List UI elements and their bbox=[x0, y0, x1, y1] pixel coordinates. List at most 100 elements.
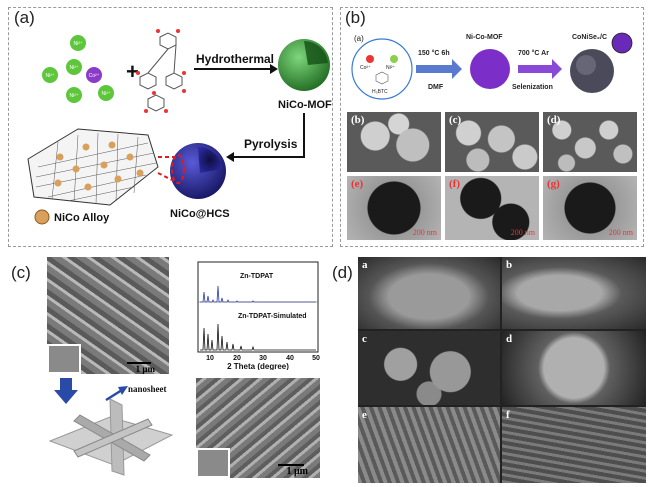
pyrolysis-label: Pyrolysis bbox=[244, 137, 298, 151]
sem-d-b: b bbox=[502, 257, 646, 329]
sem-d-label-d: d bbox=[506, 333, 513, 345]
scheme-sub-label: (a) bbox=[354, 34, 364, 43]
ni-ion-text-4: Ni²⁺ bbox=[69, 93, 78, 99]
sem-image-b: (b) bbox=[347, 112, 441, 172]
ni-ion-5 bbox=[98, 85, 114, 101]
co-ion-label: Co²⁺ bbox=[360, 65, 371, 71]
tem-image-f: (f) 200 nm bbox=[445, 176, 539, 240]
co-ion-1 bbox=[86, 67, 102, 83]
panel-a-schematic: Ni²⁺ Ni²⁺ Ni²⁺ Co²⁺ Ni²⁺ Ni²⁺ + Hydrothe… bbox=[27, 29, 332, 225]
sem-image-c: (c) bbox=[445, 112, 539, 172]
cond2-label: 700 °C Ar bbox=[518, 49, 549, 57]
co-ion-text-1: Co²⁺ bbox=[89, 73, 100, 79]
xrd-plot: Zn-TDPAT Zn-TDPAT-Simulated 10 20 30 40 … bbox=[197, 261, 320, 370]
nico-alloy-legend-label: NiCo Alloy bbox=[54, 212, 110, 224]
nico-mof-label: NiCo-MOF bbox=[278, 99, 332, 111]
sem-inset-c-top bbox=[47, 344, 81, 374]
scale-bar-c-top bbox=[127, 362, 151, 364]
panel-c-label: (c) bbox=[11, 263, 31, 282]
arrow-selenization bbox=[518, 59, 562, 79]
panel-a bbox=[8, 7, 333, 247]
sem-image-d: (d) bbox=[543, 112, 637, 172]
xrd-tick-20: 20 bbox=[233, 355, 241, 362]
xrd-frame bbox=[197, 261, 319, 353]
tem-image-e: (e) 200 nm bbox=[347, 176, 441, 240]
scale-label-c-bottom: 1 μm bbox=[286, 466, 309, 477]
nico-hcs-sphere bbox=[170, 143, 226, 199]
tem-label-g: (g) bbox=[547, 178, 560, 190]
sem-inset-c-bottom bbox=[196, 448, 230, 478]
sem-d-label-e: e bbox=[362, 409, 367, 421]
product-label: CoNiSe₂/C bbox=[572, 34, 607, 41]
xrd-x-ticks: 10 20 30 40 50 bbox=[206, 355, 320, 362]
sem-grid-d: a b c d e f bbox=[358, 257, 646, 483]
panel-b-label: (b) bbox=[345, 8, 366, 27]
pyrolysis-arrow bbox=[234, 113, 305, 158]
metal-ions: Ni²⁺ Ni²⁺ Ni²⁺ Co²⁺ Ni²⁺ Ni²⁺ bbox=[42, 35, 114, 103]
cond1-label: 150 °C 6h bbox=[418, 49, 450, 57]
ni-co-mof-sphere bbox=[470, 49, 510, 89]
tem-label-f: (f) bbox=[449, 178, 460, 190]
ni-ion-text-2: Ni²⁺ bbox=[45, 73, 54, 79]
sem-d-label-a: a bbox=[362, 259, 368, 271]
sem-d-label-c: c bbox=[362, 333, 367, 345]
sem-label-b: (b) bbox=[351, 114, 365, 126]
xrd-tick-50: 50 bbox=[312, 355, 320, 362]
graphene-sheet bbox=[27, 128, 159, 206]
nico-alloy-particles bbox=[54, 141, 144, 191]
tem-scale-g: 200 nm bbox=[608, 228, 633, 237]
tem-label-e: (e) bbox=[351, 178, 364, 190]
panel-b bbox=[340, 7, 644, 247]
plus-sign: + bbox=[126, 59, 139, 84]
tem-scale-e: 200 nm bbox=[412, 228, 437, 237]
sem-d-a: a bbox=[358, 257, 500, 329]
xrd-series-2-label: Zn-TDPAT-Simulated bbox=[238, 313, 307, 320]
ni-ion-1 bbox=[70, 35, 86, 51]
solvent-label: DMF bbox=[428, 84, 444, 91]
xrd-series-2 bbox=[200, 323, 316, 351]
linker-label: H₃BTC bbox=[372, 89, 388, 95]
sem-d-label-f: f bbox=[506, 409, 510, 421]
conise2-inset bbox=[611, 32, 633, 54]
nico-alloy-legend-icon bbox=[34, 209, 50, 225]
xrd-tick-10: 10 bbox=[206, 355, 214, 362]
ligand-molecules bbox=[136, 29, 186, 113]
nico-hcs-label: NiCo@HCS bbox=[170, 208, 230, 220]
down-arrow bbox=[54, 378, 78, 404]
xrd-tick-30: 30 bbox=[259, 355, 267, 362]
panel-d-label: (d) bbox=[332, 263, 353, 282]
ni-ion-3 bbox=[66, 59, 82, 75]
tem-image-g: (g) 200 nm bbox=[543, 176, 637, 240]
sem-label-d: (d) bbox=[547, 114, 561, 126]
sem-d-e: e bbox=[358, 407, 500, 483]
scale-bar-c-bottom bbox=[278, 464, 304, 466]
sem-d-f: f bbox=[502, 407, 646, 483]
xrd-tick-40: 40 bbox=[286, 355, 294, 362]
sem-d-c: c bbox=[358, 331, 500, 405]
crystal-model bbox=[48, 398, 174, 476]
sem-image-c-bottom: 1 μm bbox=[196, 378, 320, 478]
arrow-solvothermal bbox=[416, 59, 462, 79]
sem-image-c-top: 1 μm bbox=[47, 257, 169, 374]
reagent-circle bbox=[351, 38, 413, 100]
nico-mof-sphere bbox=[278, 39, 330, 91]
scale-label-c-top: 1 μm bbox=[135, 364, 155, 374]
ni-ion-text-3: Ni²⁺ bbox=[69, 65, 78, 71]
nanosheet-arrow bbox=[105, 386, 128, 402]
tem-scale-f: 200 nm bbox=[510, 228, 535, 237]
sem-d-label-b: b bbox=[506, 259, 513, 271]
xrd-series-1-label: Zn-TDPAT bbox=[240, 273, 274, 280]
sem-d-d: d bbox=[502, 331, 646, 405]
panel-a-label: (a) bbox=[14, 8, 35, 27]
sem-label-c: (c) bbox=[449, 114, 462, 126]
hydrothermal-label: Hydrothermal bbox=[196, 52, 274, 66]
ni-ion-2 bbox=[42, 67, 58, 83]
ni-ion-text-5: Ni²⁺ bbox=[101, 91, 110, 97]
ni-ion-4 bbox=[66, 87, 82, 103]
nanosheet-label: nanosheet bbox=[128, 384, 167, 394]
process-label: Selenization bbox=[512, 84, 553, 91]
panel-b-scheme: (a) Co²⁺ Ni²⁺ H₃BTC 150 °C 6h DMF Ni-Co-… bbox=[351, 32, 633, 100]
ni-ion-label: Ni²⁺ bbox=[386, 65, 395, 71]
xrd-x-label: 2 Theta (degree) bbox=[227, 362, 289, 370]
mof-label: Ni-Co-MOF bbox=[466, 34, 503, 41]
